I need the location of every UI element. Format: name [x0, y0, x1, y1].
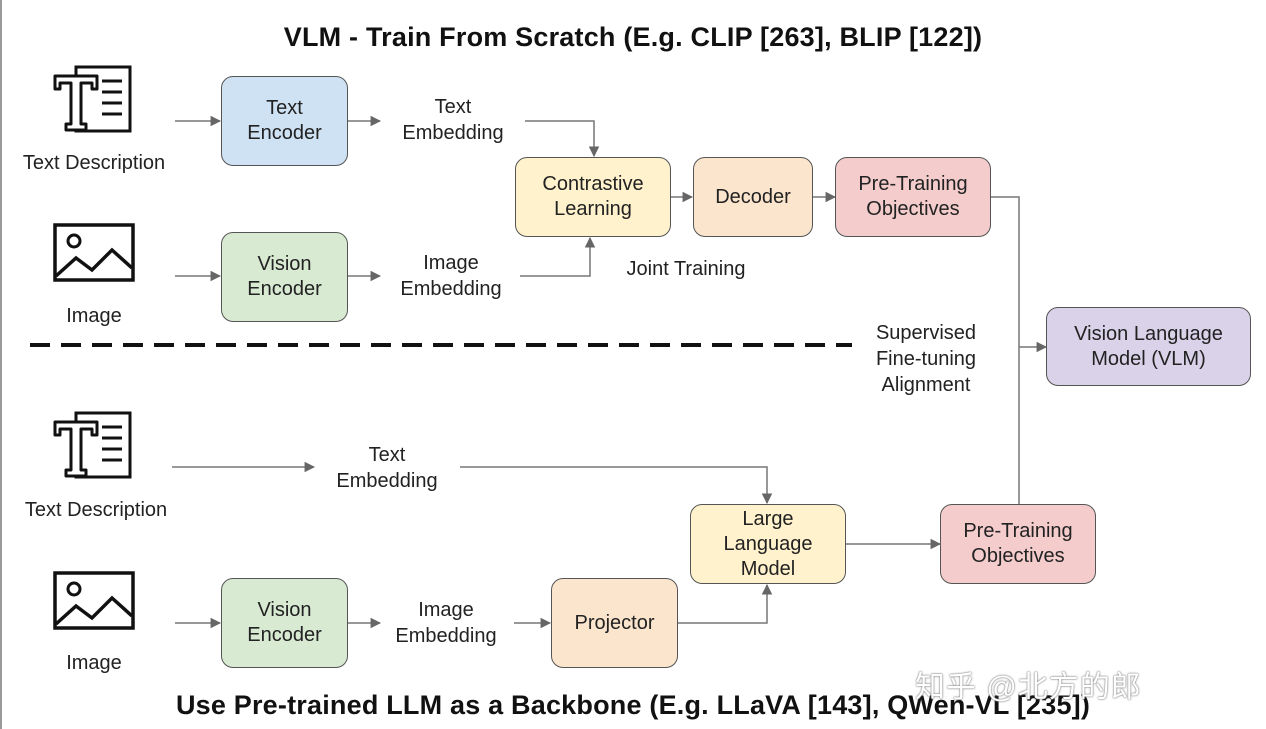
- pretraining-objectives-box-bottom: Pre-Training Objectives: [940, 504, 1096, 584]
- text-embedding-label-bottom: Text Embedding: [336, 444, 438, 492]
- decoder-label: Decoder: [715, 185, 791, 208]
- line-top-objectives-to-vlm: [991, 196, 1020, 347]
- text-embedding-label: Text Embedding: [402, 96, 504, 144]
- bottom-section-title: Use Pre-trained LLM as a Backbone (E.g. …: [175, 690, 1091, 720]
- text-document-icon: [53, 65, 132, 133]
- text-document-icon-bottom: [53, 411, 132, 479]
- text-encoder-box: Text Encoder: [221, 76, 348, 166]
- image-embedding-label-bottom: Image Embedding: [395, 599, 497, 647]
- image-icon: [53, 223, 135, 282]
- projector-label: Projector: [574, 611, 655, 634]
- image-embedding-label: Image Embedding: [400, 252, 502, 300]
- vision-encoder-box: Vision Encoder: [221, 232, 348, 322]
- vision-encoder-label-bottom: Vision Encoder: [247, 599, 322, 646]
- image-label: Image: [66, 305, 122, 327]
- decoder-box: Decoder: [693, 157, 813, 237]
- left-border: [0, 0, 2, 729]
- arrow-textembedding-to-llm: [460, 466, 773, 505]
- sft-alignment-label: Supervised Fine-tuning Alignment: [875, 322, 977, 396]
- text-description-label: Text Description: [22, 152, 166, 174]
- contrastive-learning-box: Contrastive Learning: [515, 157, 671, 237]
- top-section-title: VLM - Train From Scratch (E.g. CLIP [263…: [283, 22, 983, 52]
- pretraining-objectives-label-top: Pre-Training Objectives: [858, 173, 968, 220]
- vlm-box: Vision Language Model (VLM): [1046, 307, 1251, 386]
- watermark: 知乎 @北方的郎: [915, 671, 1142, 704]
- vlm-label: Vision Language Model (VLM): [1074, 322, 1223, 370]
- llm-box: Large Language Model: [690, 504, 846, 584]
- contrastive-learning-label: Contrastive Learning: [542, 173, 644, 220]
- arrow-projector-to-llm: [678, 583, 773, 624]
- pretraining-objectives-box-top: Pre-Training Objectives: [835, 157, 991, 237]
- arrow-imageembedding-to-contrastive: [520, 236, 596, 277]
- image-label-bottom: Image: [66, 652, 122, 674]
- image-icon-bottom: [53, 571, 135, 630]
- projector-box: Projector: [551, 578, 678, 668]
- text-description-label-bottom: Text Description: [24, 499, 168, 521]
- vision-encoder-box-bottom: Vision Encoder: [221, 578, 348, 668]
- text-encoder-label: Text Encoder: [247, 97, 322, 144]
- arrow-textembedding-to-contrastive: [525, 120, 600, 158]
- joint-training-label: Joint Training: [626, 258, 746, 280]
- llm-label: Large Language Model: [723, 507, 813, 580]
- vision-encoder-label: Vision Encoder: [247, 253, 322, 300]
- pretraining-objectives-label-bottom: Pre-Training Objectives: [963, 520, 1073, 567]
